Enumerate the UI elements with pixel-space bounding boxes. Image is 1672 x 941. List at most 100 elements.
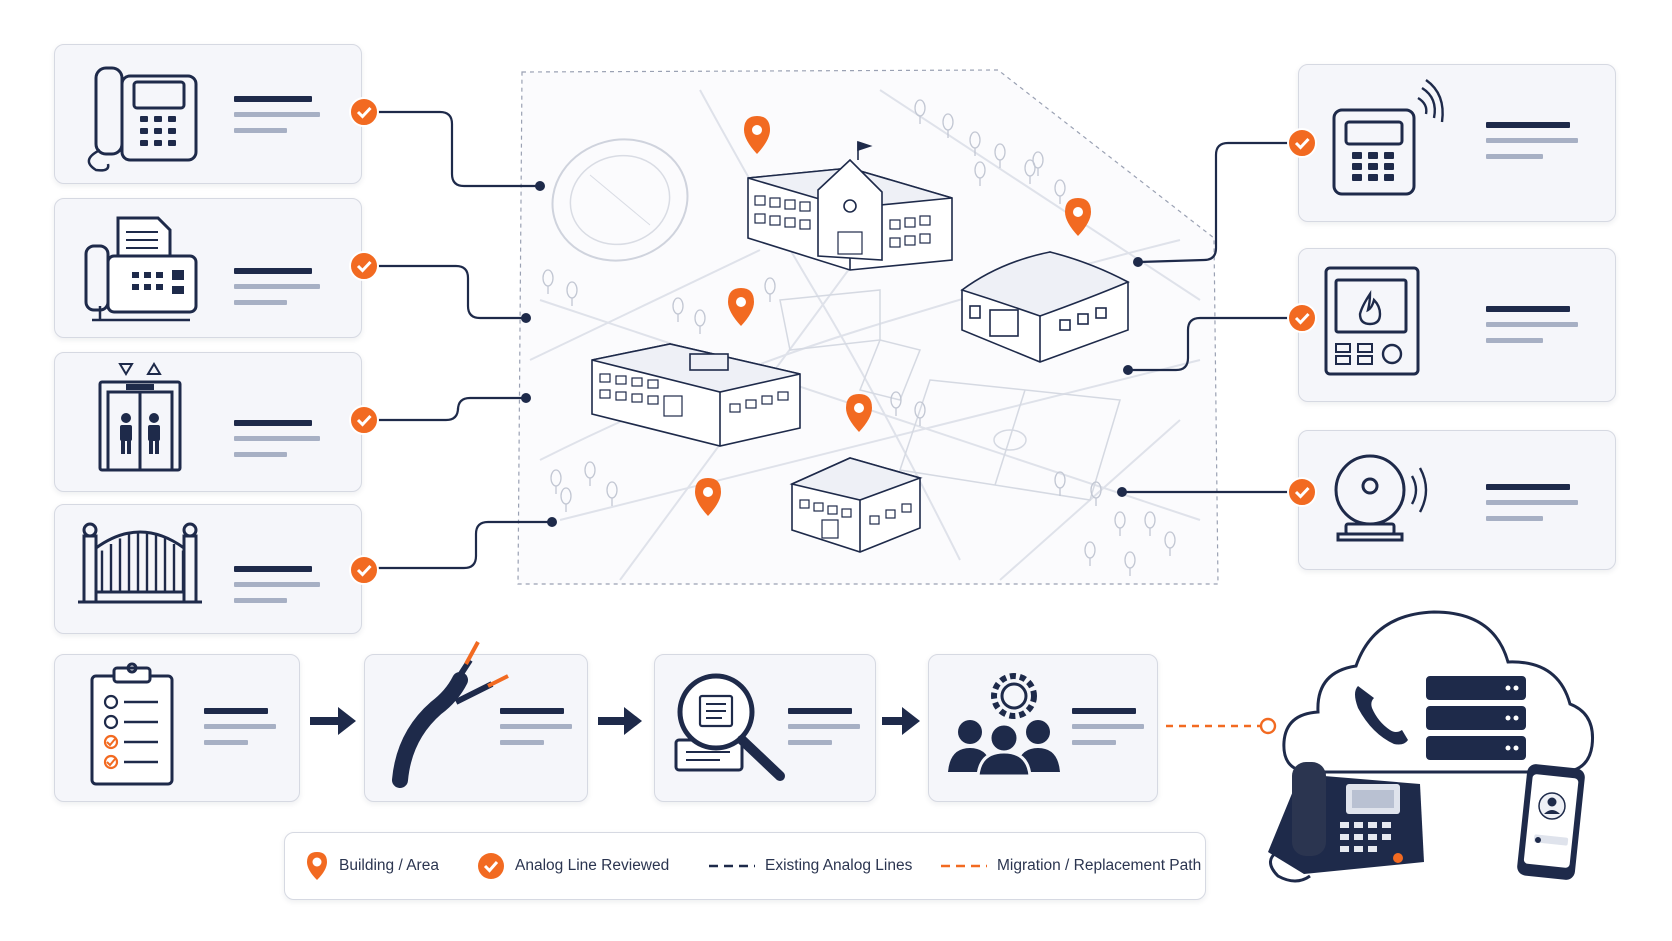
gate-icon (78, 522, 202, 604)
legend-label-existing: Existing Analog Lines (765, 857, 913, 874)
label-bar (234, 128, 287, 133)
label-bar (1486, 484, 1570, 490)
team-settings-icon (948, 673, 1060, 778)
checklist-clipboard-icon (90, 662, 174, 786)
tree (914, 99, 926, 124)
label-bar (234, 582, 320, 587)
tree (1032, 151, 1044, 176)
label-bar (500, 708, 564, 714)
process-arrows (310, 707, 920, 735)
label-bar (234, 112, 320, 117)
label-bar (500, 724, 572, 729)
server-stack-icon (1426, 676, 1526, 760)
legend-label-migration: Migration / Replacement Path (997, 857, 1202, 874)
label-bar (204, 724, 276, 729)
label-bar (788, 708, 852, 714)
tree (1024, 159, 1036, 184)
label-bar (234, 598, 287, 603)
legend-label-reviewed: Analog Line Reviewed (515, 857, 670, 874)
label-bar (1486, 338, 1543, 343)
legend-item-building: Building / Area (305, 833, 439, 899)
map-pin-icon (1065, 198, 1091, 236)
alarm-bell-icon (1334, 454, 1428, 542)
label-bar (1486, 122, 1570, 128)
label-bar (234, 268, 312, 274)
school-building-west (591, 343, 801, 447)
tree (890, 391, 902, 416)
check-badge-icon (349, 555, 379, 585)
label-bar (788, 724, 860, 729)
migration-path (1166, 717, 1277, 735)
dashed-orange-line-icon (941, 864, 987, 868)
map-pin-icon (728, 288, 754, 326)
legend-item-migration: Migration / Replacement Path (941, 833, 1201, 899)
tree (566, 281, 578, 306)
label-bar (204, 740, 248, 745)
tree (764, 277, 776, 302)
tree (914, 401, 926, 426)
campus-map (517, 69, 1219, 585)
label-bar (500, 740, 544, 745)
label-bar (1486, 138, 1578, 143)
label-bar (1072, 724, 1144, 729)
tree (1084, 541, 1096, 566)
tree (694, 309, 706, 334)
tree (542, 269, 554, 294)
label-bar (788, 740, 832, 745)
tree (1124, 551, 1136, 576)
check-badge-icon (349, 251, 379, 281)
label-bar (234, 452, 287, 457)
tree (1114, 511, 1126, 536)
ip-desk-phone-icon (1268, 762, 1424, 883)
tree (1054, 179, 1066, 204)
label-bar (1072, 740, 1116, 745)
smartphone-icon (1517, 764, 1585, 880)
map-pin-icon (744, 116, 770, 154)
building-pins (695, 116, 1091, 516)
label-bar (1072, 708, 1136, 714)
existing-analog-lines (362, 110, 1290, 570)
check-badge-icon (1287, 303, 1317, 333)
label-bar (1486, 306, 1570, 312)
soccer-field (899, 379, 1121, 501)
tree (550, 469, 562, 494)
sports-track (551, 138, 689, 262)
tree (974, 161, 986, 186)
label-bar (1486, 154, 1543, 159)
legend: Building / Area Analog Line Reviewed Exi… (284, 832, 1206, 900)
label-bar (1486, 516, 1543, 521)
gymnasium-building (960, 251, 1130, 363)
check-badge-icon (478, 853, 504, 879)
emergency-call-box-icon (1332, 79, 1444, 196)
trees (542, 99, 1176, 576)
check-badge-icon (349, 97, 379, 127)
label-bar (234, 420, 312, 426)
tree (606, 481, 618, 506)
map-pin-icon (307, 852, 327, 880)
phone-handset-icon (1355, 686, 1408, 745)
legend-item-existing: Existing Analog Lines (709, 833, 912, 899)
tree (994, 143, 1006, 168)
tree (672, 297, 684, 322)
label-bar (234, 284, 320, 289)
tree (942, 113, 954, 138)
label-bar (234, 300, 287, 305)
dashed-navy-line-icon (709, 864, 755, 868)
tree (1164, 531, 1176, 556)
elevator-icon (98, 362, 182, 472)
label-bar (234, 96, 312, 102)
tree (584, 461, 596, 486)
check-badge-icon (349, 405, 379, 435)
map-pin-icon (846, 394, 872, 432)
label-bar (1486, 500, 1578, 505)
school-building-south (789, 457, 923, 553)
check-badge-icon (1287, 477, 1317, 507)
label-bar (234, 436, 320, 441)
tree (1144, 511, 1156, 536)
map-pin-icon (695, 478, 721, 516)
fire-alarm-panel-icon (1324, 266, 1420, 376)
fax-machine-icon (84, 216, 198, 322)
